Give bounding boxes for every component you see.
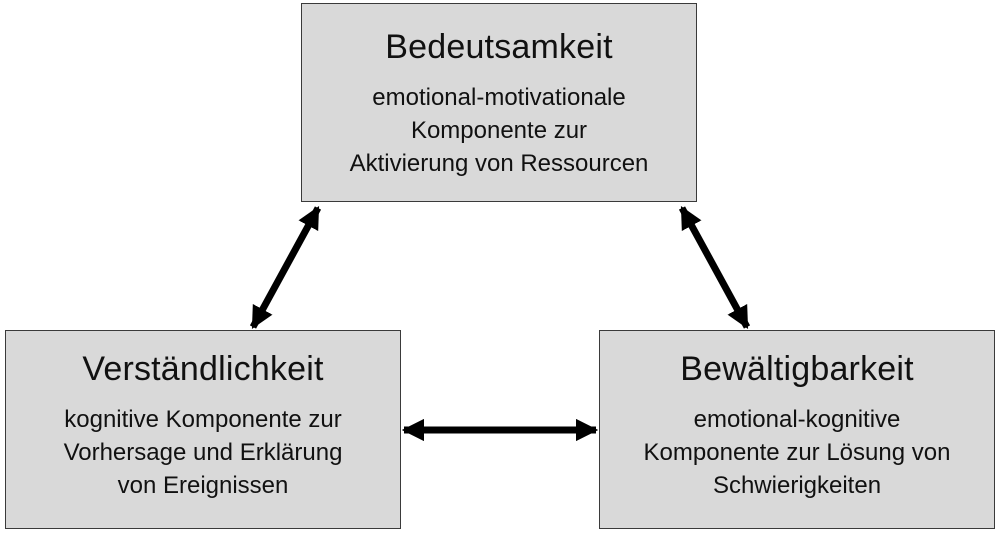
node-description-line: Aktivierung von Ressourcen — [349, 150, 649, 177]
node-description-line: Schwierigkeiten — [712, 472, 882, 499]
node-description-line: kognitive Komponente zur — [64, 406, 342, 433]
arrow-top-left — [249, 206, 322, 329]
node-description-line: von Ereignissen — [117, 472, 289, 499]
node-verstaendlichkeit: Verständlichkeit kognitive Komponente zu… — [5, 330, 401, 529]
node-description: kognitive Komponente zur Vorhersage und … — [6, 403, 400, 502]
node-title: Bewältigbarkeit — [680, 350, 914, 388]
arrow-top-right — [678, 206, 751, 329]
node-description-line: emotional-kognitive — [693, 406, 901, 433]
node-title: Bedeutsamkeit — [385, 28, 613, 66]
node-description: emotional-motivationale Komponente zur A… — [302, 81, 696, 180]
node-description-line: Komponente zur Lösung von — [643, 439, 951, 466]
node-bedeutsamkeit: Bedeutsamkeit emotional-motivationale Ko… — [301, 3, 697, 202]
node-description: emotional-kognitive Komponente zur Lösun… — [600, 403, 994, 502]
node-description-line: emotional-motivationale — [372, 84, 626, 111]
node-description-line: Vorhersage und Erklärung — [63, 439, 343, 466]
node-bewaeltigbarkeit: Bewältigbarkeit emotional-kognitive Komp… — [599, 330, 995, 529]
node-description-line: Komponente zur — [410, 117, 588, 144]
node-title: Verständlichkeit — [82, 350, 324, 388]
